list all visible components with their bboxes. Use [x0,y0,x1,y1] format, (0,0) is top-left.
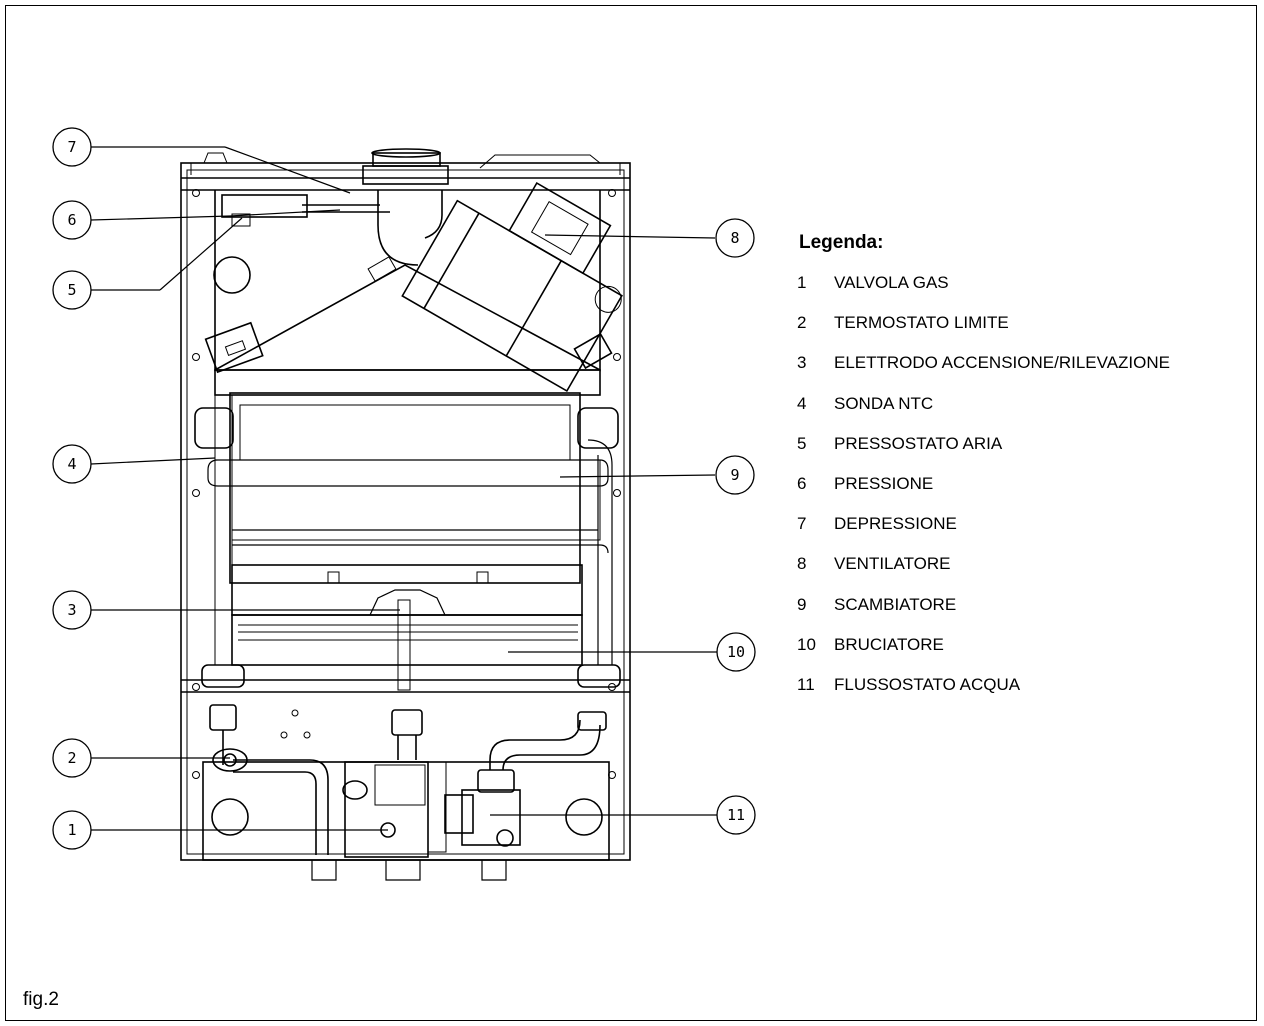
legend-item-number: 2 [797,313,807,333]
legend-item: 6 PRESSIONE [797,474,1247,514]
legend-item-number: 6 [797,473,807,493]
svg-text:5: 5 [67,281,76,299]
callout-9: 9 [715,455,755,495]
callout-8: 8 [715,218,755,258]
legend-item-number: 4 [797,393,807,413]
legend-item-number: 7 [797,514,807,534]
fixing-holes [192,189,621,779]
legend-item-number: 8 [797,554,807,574]
callout-3: 3 [52,590,92,630]
legend-title: Legenda: [799,232,884,253]
legend-item: 2 TERMOSTATO LIMITE [797,313,1247,353]
legend-item: 4 SONDA NTC [797,394,1247,434]
legend-item-label: DEPRESSIONE [834,514,957,534]
legend-item: 1 VALVOLA GAS [797,273,1247,313]
boiler-casing [180,152,631,861]
svg-text:8: 8 [730,229,739,247]
legend-item-number: 11 [797,674,815,694]
callout-7: 7 [52,127,92,167]
combustion-chamber [204,190,613,396]
callout-10: 10 [716,632,756,672]
legend-item-label: PRESSOSTATO ARIA [834,433,1003,453]
callout-2: 2 [52,738,92,778]
svg-text:2: 2 [67,749,76,767]
legend-item-number: 5 [797,433,807,453]
legend-item-number: 3 [797,353,807,373]
flue-collar [362,148,449,185]
svg-text:10: 10 [727,643,745,661]
legend-item-label: FLUSSOSTATO ACQUA [834,674,1021,694]
callout-4: 4 [52,444,92,484]
svg-text:3: 3 [67,601,76,619]
fan-unit [401,181,623,393]
legend-item-label: TERMOSTATO LIMITE [834,313,1009,333]
legend-item-label: ELETTRODO ACCENSIONE/RILEVAZIONE [834,353,1170,373]
legend-item: 10 BRUCIATORE [797,635,1247,675]
callout-6: 6 [52,200,92,240]
legend-item-label: VENTILATORE [834,554,951,574]
legend-item-label: PRESSIONE [834,473,934,493]
bottom-section [202,704,610,881]
flue-elbow [367,190,443,282]
legend-item: 11 FLUSSOSTATO ACQUA [797,675,1247,715]
legend: Legenda: 1 VALVOLA GAS 2 TERMOSTATO LIMITE… [797,232,1247,715]
svg-text:7: 7 [67,138,76,156]
callout-11: 11 [716,795,756,835]
leader-lines [90,146,717,831]
legend-item-number: 1 [797,273,807,292]
heat-exchanger [194,392,619,584]
legend-item: 8 VENTILATORE [797,554,1247,594]
legend-item: 5 PRESSOSTATO ARIA [797,434,1247,474]
legend-item-number: 9 [797,594,807,614]
legend-item: 7 DEPRESSIONE [797,514,1247,554]
lower-frame [181,395,630,693]
legend-item-label: VALVOLA GAS [834,273,949,292]
svg-text:9: 9 [730,466,739,484]
svg-text:11: 11 [727,806,745,824]
legend-item-label: SCAMBIATORE [834,594,957,614]
svg-text:4: 4 [67,455,76,473]
svg-text:6: 6 [67,211,76,229]
svg-text:1: 1 [67,821,76,839]
legend-item-label: BRUCIATORE [834,634,944,654]
legend-item: 9 SCAMBIATORE [797,595,1247,635]
mounting-holes [211,256,603,836]
legend-item: 3 ELETTRODO ACCENSIONE/RILEVAZIONE [797,353,1247,393]
figure-label: fig.2 [23,989,59,1010]
legend-item-number: 10 [797,634,816,654]
drawing-frame [5,5,1257,1021]
callout-1: 1 [52,810,92,850]
legend-item-label: SONDA NTC [834,393,934,413]
callout-5: 5 [52,270,92,310]
pressure-switch [221,194,390,227]
